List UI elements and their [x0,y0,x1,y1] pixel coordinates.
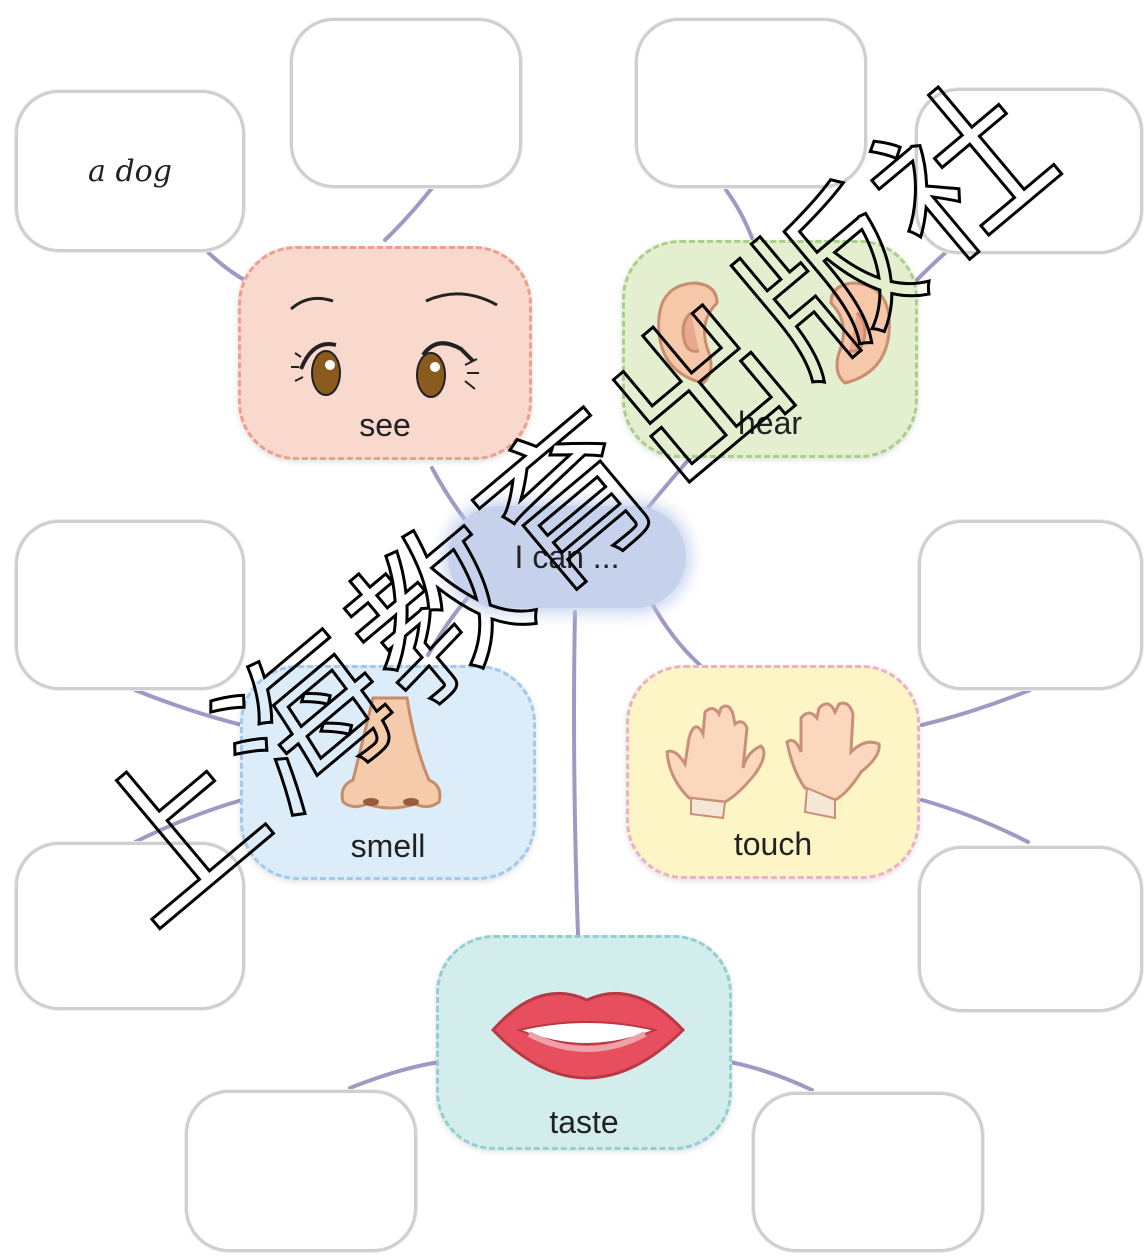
line-touch-blank1 [920,688,1032,727]
line-smell-blank1 [133,688,244,727]
line-hub-touch [648,598,702,667]
sense-card-hear: hear [622,240,918,458]
nose-icon [340,696,442,810]
line-taste-blank1 [348,1060,442,1090]
answer-box-taste-1[interactable] [185,1090,417,1252]
line-hear-blank1 [724,188,754,240]
sense-label-smell: smell [350,828,426,864]
answer-box-hear-1[interactable] [635,18,867,188]
sense-card-smell: smell [240,665,536,880]
answer-box-smell-2[interactable] [15,842,245,1010]
answer-box-see-2[interactable] [290,18,522,188]
line-smell-blank2 [133,798,244,844]
sense-card-see: see [238,246,532,460]
sense-label-see: see [359,407,411,443]
sense-label-hear: hear [737,405,803,441]
answer-box-hear-2[interactable] [915,88,1143,254]
line-see-blank2 [383,186,434,242]
answer-box-smell-1[interactable] [15,520,245,690]
central-hub: I can ... [448,506,686,608]
sense-label-touch: touch [733,826,813,862]
answer-box-see-1[interactable]: a dog [15,90,245,252]
line-hub-smell [426,593,472,657]
line-touch-blank2 [920,798,1030,844]
central-hub-label: I can ... [514,538,620,575]
line-taste-blank2 [728,1060,814,1092]
answer-box-taste-2[interactable] [752,1092,984,1252]
sense-card-touch: touch [626,665,920,879]
ears-icon [657,281,891,385]
line-hub-hear [640,456,692,517]
answer-box-touch-1[interactable] [918,520,1143,690]
sense-card-taste: taste [436,935,732,1150]
answer-box-touch-2[interactable] [918,846,1143,1012]
lips-icon [490,992,686,1080]
answer-text: a dog [88,153,172,189]
eyes-icon [290,292,498,398]
sense-label-taste: taste [549,1104,619,1140]
line-hub-taste [572,610,580,937]
hands-icon [665,701,881,820]
